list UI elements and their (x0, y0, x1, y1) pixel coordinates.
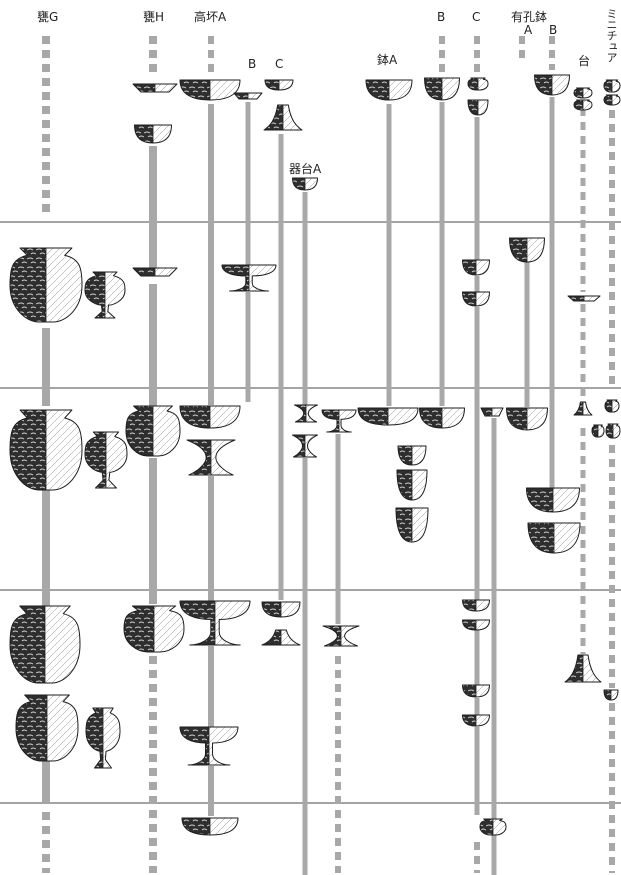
perforated-bowl-drawing (507, 408, 548, 430)
miniature-vessel-drawing (604, 690, 618, 700)
label-yuko-hachi-a: A (524, 24, 532, 36)
rim-fragment-drawing (481, 408, 503, 416)
bowl-drawing (182, 818, 238, 835)
bowl-drawing (468, 100, 488, 115)
perforated-bowl-drawing (528, 523, 580, 553)
label-kame-g: 甕G (37, 11, 58, 23)
dish-drawing (568, 296, 600, 301)
perforated-bowl-drawing (510, 238, 545, 262)
label-kidai-a: 器台A (289, 163, 321, 175)
foot-drawing (262, 630, 300, 645)
perforated-bowl-drawing (535, 75, 570, 95)
bowl-drawing (358, 408, 418, 425)
small-jar-drawing (468, 78, 488, 90)
stand-drawing (295, 405, 318, 422)
rim-fragment-drawing (133, 84, 177, 92)
small-vessel-drawing (574, 100, 592, 110)
miniature-vessel-drawing (604, 95, 620, 105)
jar-drawing (10, 248, 82, 322)
footed-jar-drawing (85, 272, 125, 318)
bowl-drawing (262, 602, 300, 617)
stand-drawing (323, 626, 359, 646)
bowl-drawing (398, 446, 426, 465)
jar-drawing (10, 606, 80, 683)
period-bars (46, 36, 612, 875)
jar-drawing (10, 410, 82, 490)
bowl-drawing (463, 600, 490, 611)
label-takatsuki-b: B (248, 58, 256, 70)
bowl-drawing (420, 408, 465, 428)
label-hachi-b: B (437, 11, 445, 23)
bowl-drawing (463, 715, 490, 726)
bowl-drawing (463, 685, 490, 697)
label-miniature: ミニチュア (606, 8, 617, 63)
miniature-vessel-drawing (605, 400, 619, 412)
pottery-drawings (10, 75, 620, 835)
bowl-drawing (397, 470, 427, 500)
bowl-drawing (293, 178, 318, 190)
label-yuko-hachi-b: B (549, 24, 557, 36)
small-stand-drawing (574, 402, 592, 415)
cup-stand-drawing (222, 265, 276, 291)
bowl-drawing (180, 406, 240, 428)
jar-drawing (124, 606, 184, 652)
bowl-drawing (463, 292, 490, 306)
bowl-drawing (180, 80, 240, 100)
miniature-vessel-drawing (606, 424, 620, 438)
bowl-drawing (135, 125, 172, 143)
foot-drawing (264, 105, 302, 130)
label-yuko-hachi: 有孔鉢 (511, 11, 547, 23)
label-hachi-c: C (472, 11, 480, 23)
rim-fragment-drawing (133, 268, 177, 276)
label-kame-h: 甕H (143, 11, 164, 23)
label-hachi-a: 鉢A (377, 54, 397, 66)
small-vessel-drawing (574, 88, 592, 98)
stand-drawing (187, 440, 235, 475)
cup-stand-drawing (322, 410, 356, 432)
footed-jar-drawing (85, 432, 127, 488)
bowl-drawing (425, 78, 460, 100)
label-takatsuki-c: C (275, 58, 283, 70)
label-takatsuki-a: 高坏A (194, 11, 226, 23)
bowl-drawing (396, 508, 428, 542)
cup-stand-drawing (180, 727, 238, 765)
stand-drawing (293, 435, 318, 457)
bowl-drawing (463, 620, 490, 630)
small-jar-drawing (480, 819, 506, 835)
footed-jar-drawing (86, 708, 120, 768)
stand-drawing (565, 655, 601, 682)
miniature-vessel-drawing (592, 425, 604, 437)
rim-fragment-drawing (234, 93, 262, 99)
jar-drawing (16, 695, 78, 761)
bowl-drawing (366, 80, 412, 100)
perforated-bowl-drawing (527, 488, 580, 512)
bowl-drawing (463, 260, 490, 275)
miniature-vessel-drawing (604, 80, 620, 92)
jar-drawing (126, 406, 180, 456)
label-dai: 台 (578, 55, 590, 67)
cup-stand-drawing (180, 601, 250, 645)
bowl-drawing (265, 80, 293, 90)
